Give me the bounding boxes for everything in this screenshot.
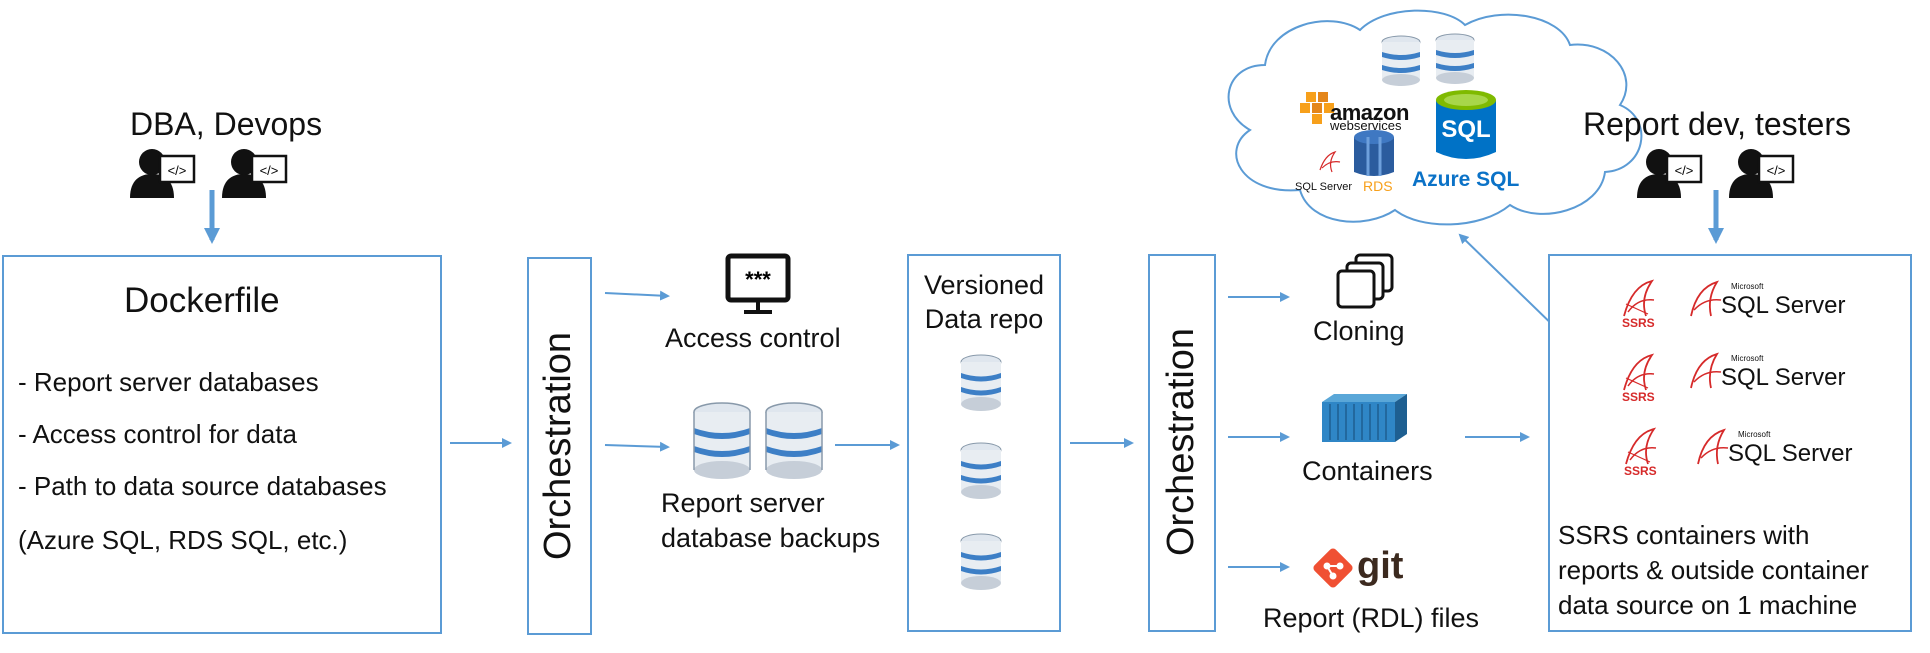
orchestration-box-2 xyxy=(1148,254,1216,632)
ssrs-swirl-icon xyxy=(1623,353,1655,391)
arrow-orch1-to-access xyxy=(604,290,670,301)
dockerfile-item: - Path to data source databases xyxy=(18,471,387,501)
sql-server-logo: Microsoft SQL Server xyxy=(1685,278,1865,328)
webservices-text: webservices xyxy=(1330,118,1402,133)
containers-label: Containers xyxy=(1302,456,1433,486)
data-repo-box: Versioned Data repo xyxy=(907,254,1061,632)
git-files-label: Report (RDL) files xyxy=(1263,603,1480,633)
git-logo-text: git xyxy=(1357,545,1404,587)
dockerfile-item: - Access control for data xyxy=(18,419,297,449)
microsoft-text: Microsoft xyxy=(1731,282,1764,291)
access-control-label: Access control xyxy=(665,323,841,353)
dockerfile-title: Dockerfile xyxy=(124,281,280,320)
sql-server-swirl-icon xyxy=(1690,280,1722,317)
repo-label-line1: Versioned xyxy=(923,270,1045,300)
sql-server-text: SQL Server xyxy=(1728,440,1853,467)
ssrs-desc-line2: reports & outside container xyxy=(1558,555,1869,585)
ssrs-logo: SSRS xyxy=(1612,276,1672,336)
cloning-label: Cloning xyxy=(1313,316,1405,346)
rds-text: RDS xyxy=(1363,178,1393,194)
sql-server-logo: Microsoft SQL Server xyxy=(1692,426,1872,476)
sql-server-text: SQL Server xyxy=(1721,364,1846,391)
sql-badge-text: SQL xyxy=(1441,116,1491,143)
arrow-orch1-to-backups xyxy=(604,441,670,452)
sql-server-small-text: SQL Server xyxy=(1295,181,1353,193)
sql-server-logo: Microsoft SQL Server xyxy=(1685,350,1865,400)
dockerfile-box: Dockerfile - Report server databases - A… xyxy=(2,255,442,634)
ssrs-logo: SSRS xyxy=(1614,424,1674,484)
orchestration-label-2: Orchestration xyxy=(1160,327,1202,557)
ssrs-swirl-icon xyxy=(1625,427,1657,465)
orchestration-label-1: Orchestration xyxy=(537,331,579,561)
microsoft-text: Microsoft xyxy=(1731,354,1764,363)
ssrs-desc-line3: data source on 1 machine xyxy=(1558,590,1858,620)
microsoft-text: Microsoft xyxy=(1738,430,1771,439)
ssrs-logo: SSRS xyxy=(1612,350,1672,410)
ssrs-swirl-icon xyxy=(1623,279,1655,317)
right-users-label: Report dev, testers xyxy=(1583,106,1851,142)
dockerfile-item: - Report server databases xyxy=(18,367,319,397)
ssrs-text: SSRS xyxy=(1624,464,1657,478)
sql-server-text: SQL Server xyxy=(1721,292,1846,319)
ssrs-text: SSRS xyxy=(1622,316,1655,330)
azure-sql-text: Azure SQL xyxy=(1412,168,1520,191)
sql-server-swirl-icon xyxy=(1690,352,1722,389)
ssrs-box: SSRS Microsoft SQL Server SSRS Microsoft… xyxy=(1548,254,1912,632)
backups-label-line2: database backups xyxy=(661,523,881,553)
cloud-shape xyxy=(1227,9,1643,226)
left-users-label: DBA, Devops xyxy=(130,106,323,142)
dockerfile-item: (Azure SQL, RDS SQL, etc.) xyxy=(18,525,348,555)
orchestration-box-1 xyxy=(527,257,592,635)
repo-label-line2: Data repo xyxy=(924,304,1044,334)
sql-server-swirl-icon xyxy=(1697,428,1729,465)
ssrs-desc-line1: SSRS containers with xyxy=(1558,520,1810,550)
amazon-text: amazon xyxy=(1330,100,1409,125)
backups-label-line1: Report server xyxy=(661,488,825,518)
ssrs-text: SSRS xyxy=(1622,390,1655,404)
